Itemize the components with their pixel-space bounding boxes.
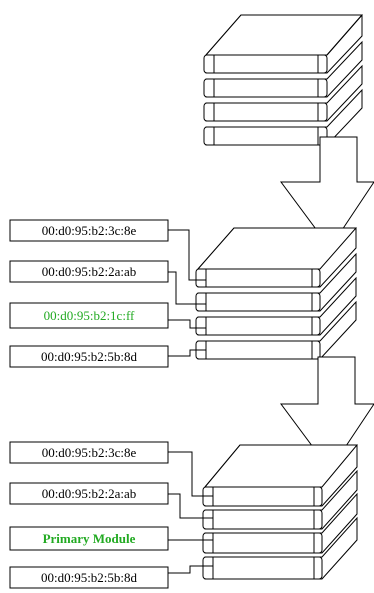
mac-label: 00:d0:95:b2:3c:8e [9, 441, 169, 464]
mac-label-text: 00:d0:95:b2:5b:8d [41, 570, 138, 585]
switch-unit [202, 444, 359, 507]
mac-label: 00:d0:95:b2:2a:ab [9, 260, 169, 283]
switch-unit [203, 64, 363, 122]
mac-label-text: 00:d0:95:b2:2a:ab [42, 264, 137, 279]
bottom-stack-labels: 00:d0:95:b2:3c:8e 00:d0:95:b2:2a:ab Prim… [9, 441, 169, 589]
switch-unit [202, 516, 358, 580]
mac-label-text: 00:d0:95:b2:3c:8e [42, 223, 137, 238]
switch-unit [202, 492, 358, 554]
switch-unit [195, 276, 357, 336]
switch-stack-bottom [202, 444, 359, 580]
switch-stack-top [203, 14, 364, 146]
switch-unit [203, 14, 364, 74]
mac-label-text: 00:d0:95:b2:2a:ab [42, 486, 137, 501]
switch-unit [195, 252, 357, 312]
mac-label-text: 00:d0:95:b2:5b:8d [41, 349, 138, 364]
connector-lines-middle [168, 229, 206, 357]
mac-label-text: 00:d0:95:b2:1c:ff [44, 308, 135, 323]
connector-lines-bottom [168, 451, 213, 574]
switch-unit [203, 88, 363, 146]
arrow-down-icon [280, 136, 374, 249]
mac-label-text: 00:d0:95:b2:3c:8e [42, 445, 137, 460]
arrow-down-icon [280, 356, 374, 471]
switch-unit [203, 40, 363, 98]
mac-label: 00:d0:95:b2:5b:8d [9, 345, 169, 368]
primary-module-label: Primary Module [9, 526, 169, 551]
switch-unit [195, 227, 358, 288]
switch-stack-middle [195, 227, 358, 360]
mac-label-highlighted: 00:d0:95:b2:1c:ff [9, 302, 169, 329]
primary-module-text: Primary Module [43, 531, 136, 546]
switch-unit [202, 469, 358, 530]
mac-label: 00:d0:95:b2:5b:8d [9, 566, 169, 589]
mac-label: 00:d0:95:b2:2a:ab [9, 482, 169, 505]
mac-label: 00:d0:95:b2:3c:8e [9, 219, 169, 242]
middle-stack-labels: 00:d0:95:b2:3c:8e 00:d0:95:b2:2a:ab 00:d… [9, 219, 169, 368]
